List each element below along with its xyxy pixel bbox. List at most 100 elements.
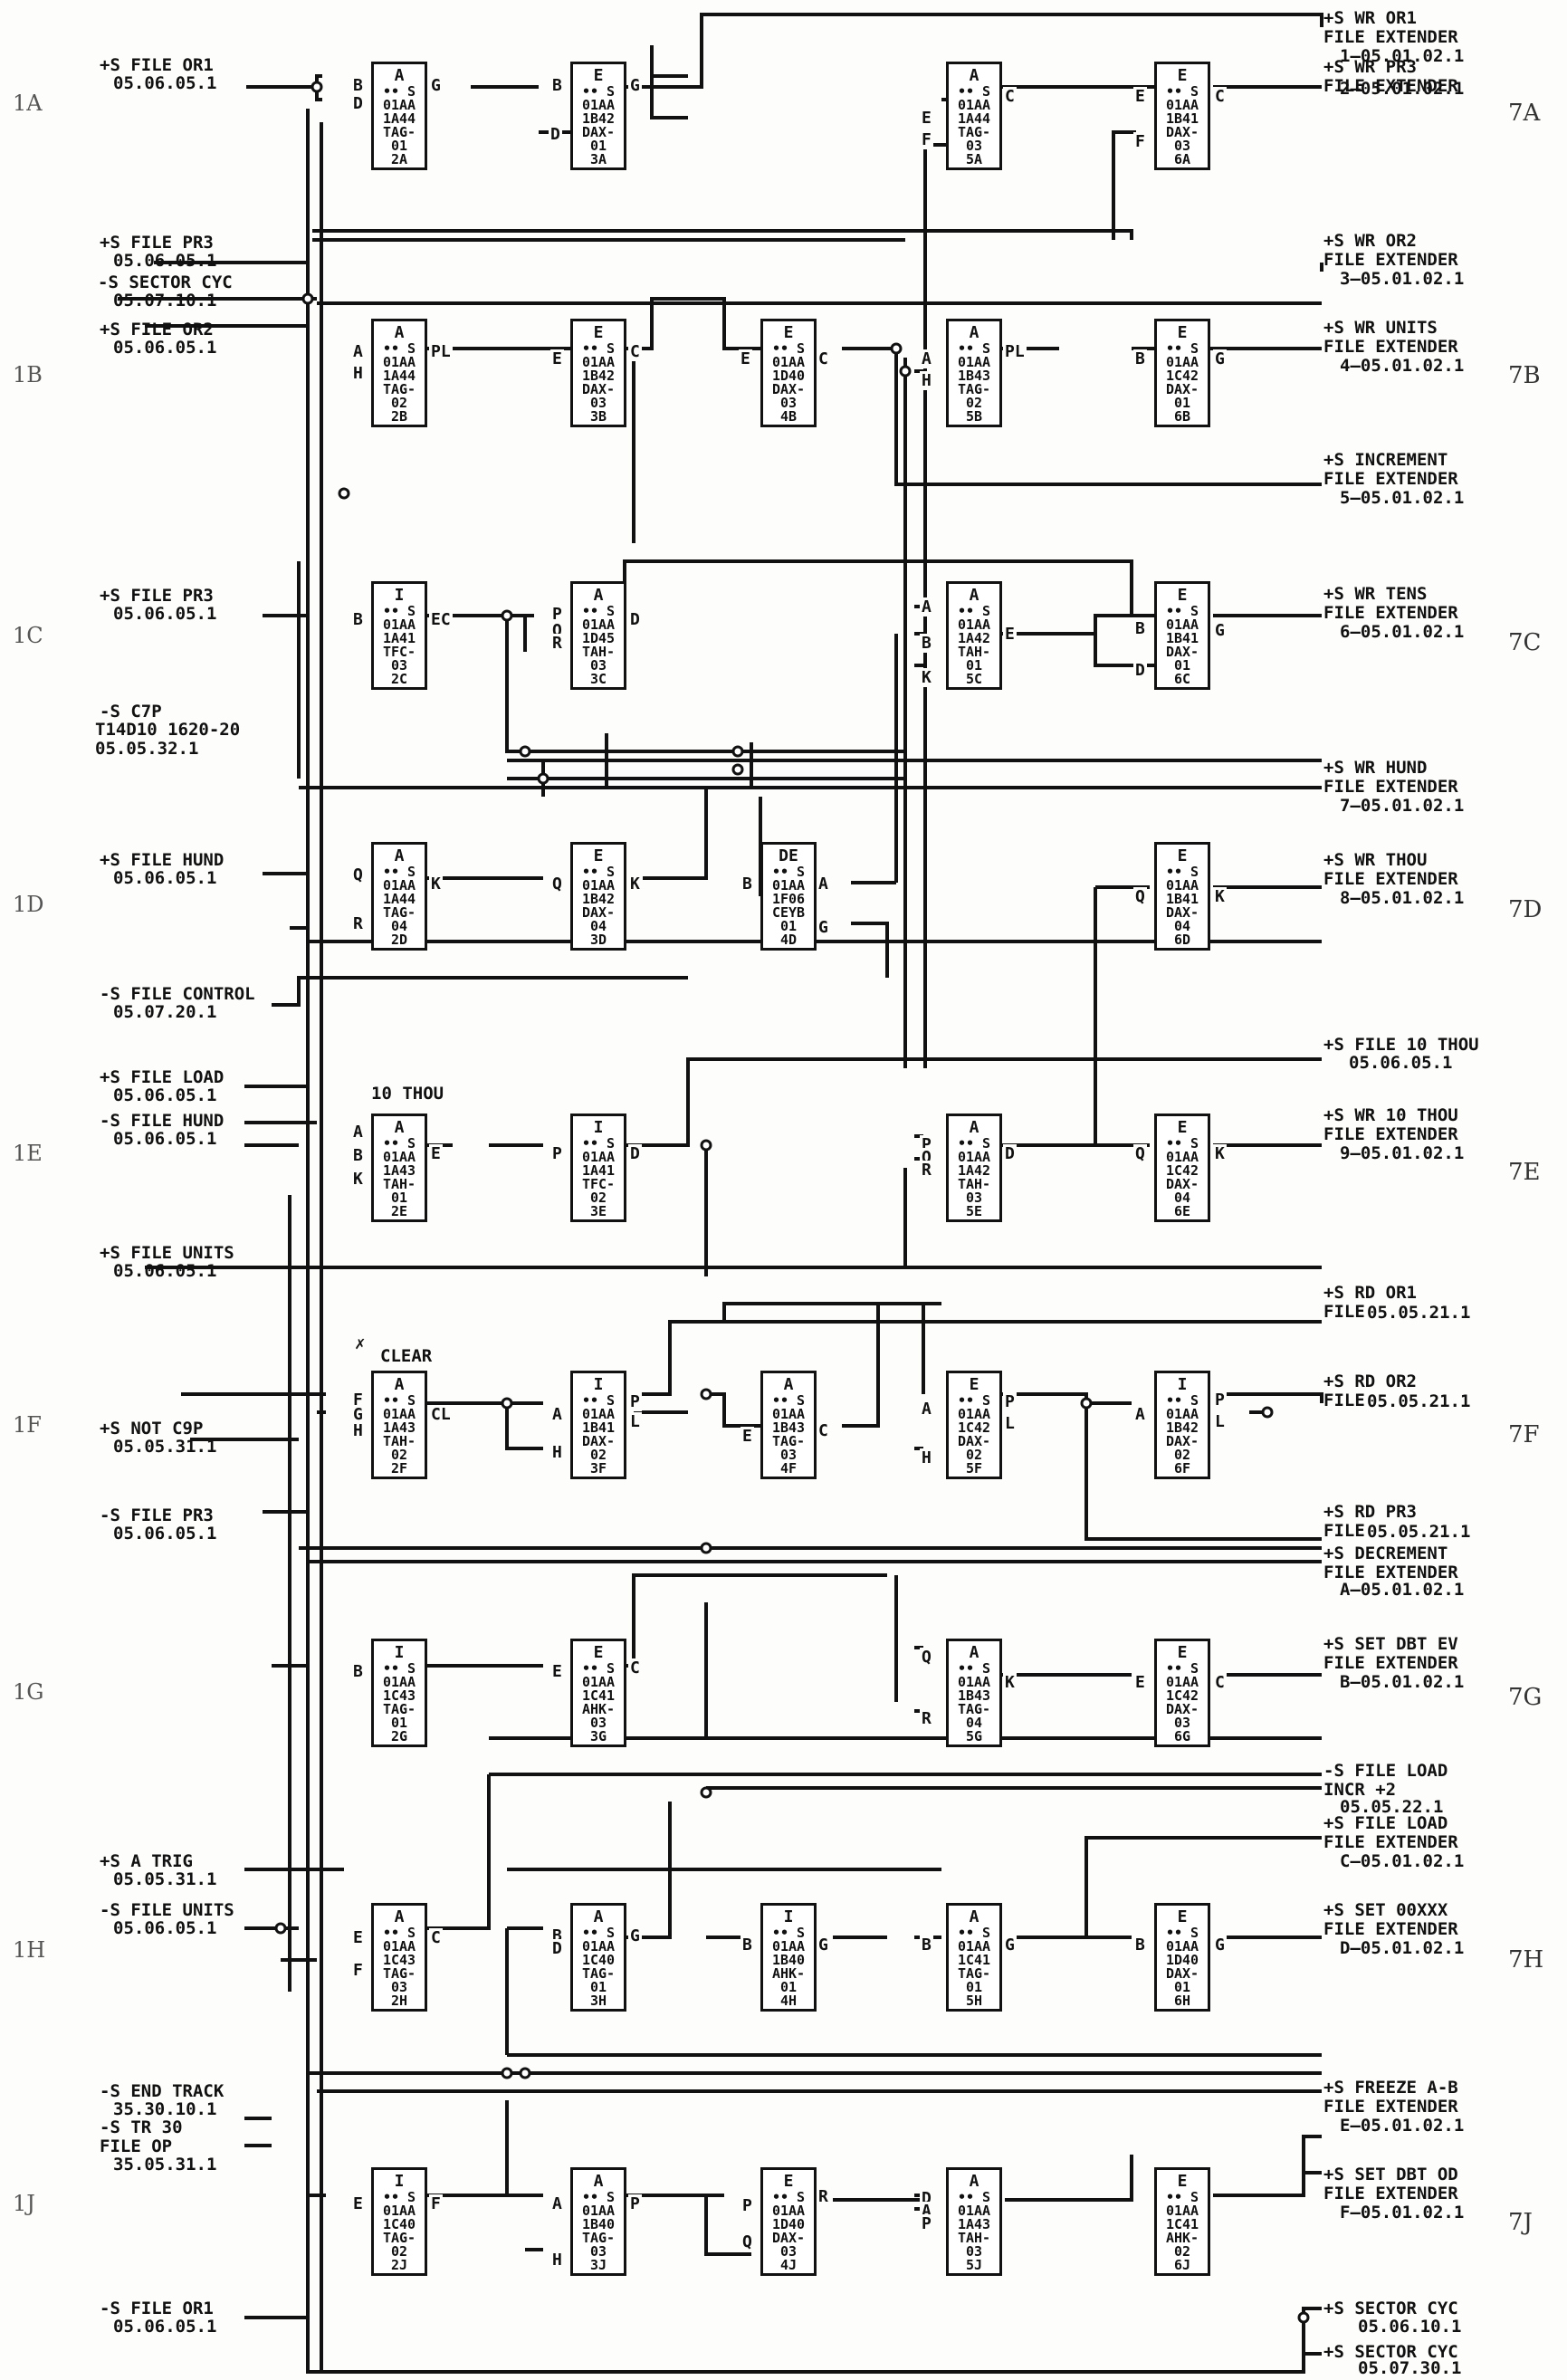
block-text: 02 bbox=[965, 1447, 983, 1463]
block-text: 2E bbox=[390, 1203, 408, 1219]
block-sense-marks: •• S bbox=[771, 1392, 806, 1409]
block-text: A bbox=[593, 1907, 604, 1926]
block-text: TFC- bbox=[382, 644, 416, 660]
block-text: TAH- bbox=[581, 644, 616, 660]
block-text: TAG- bbox=[382, 2230, 416, 2246]
input-ref: 05.06.05.1 bbox=[113, 338, 217, 358]
pin-label: H bbox=[550, 1443, 564, 1462]
block-text: 03 bbox=[390, 657, 408, 674]
pin-label: G bbox=[628, 1926, 642, 1945]
block-text: DAX- bbox=[957, 1433, 991, 1449]
pin-label: H bbox=[550, 2251, 564, 2270]
block-sense-marks: •• S bbox=[957, 1135, 991, 1152]
pin-label: G bbox=[1003, 1936, 1017, 1955]
pin-label: R bbox=[351, 914, 365, 933]
pin-label: K bbox=[1003, 1673, 1017, 1692]
row-label-1f: 1F bbox=[13, 1412, 42, 1438]
block-text: 1B41 bbox=[1165, 110, 1199, 127]
pin-label: P bbox=[920, 2214, 933, 2233]
pin-label: R bbox=[817, 2187, 830, 2206]
block-text: 01 bbox=[1173, 395, 1191, 411]
pin-label: E bbox=[920, 109, 933, 128]
pin-label: Q bbox=[550, 875, 564, 894]
row-label-7f: 7F bbox=[1508, 1421, 1540, 1448]
pin-label: B bbox=[920, 634, 933, 653]
block-text: 5J bbox=[965, 2257, 983, 2273]
block-text: 02 bbox=[589, 1447, 607, 1463]
block-text: TAH- bbox=[382, 1433, 416, 1449]
block-sense-marks: •• S bbox=[957, 1925, 991, 1941]
pin-label: EC bbox=[429, 610, 453, 629]
block-text: 1B42 bbox=[1165, 1419, 1199, 1436]
input-name: +S FILE UNITS bbox=[100, 1243, 234, 1263]
block-text: 01AA bbox=[771, 877, 806, 894]
row-label-7c: 7C bbox=[1508, 629, 1542, 656]
block-sense-marks: •• S bbox=[581, 1660, 616, 1677]
block-text: 1A43 bbox=[382, 1419, 416, 1436]
block-sense-marks: •• S bbox=[771, 864, 806, 880]
input-name: +S FILE HUND bbox=[100, 850, 225, 870]
note-10-thou: 10 THOU bbox=[371, 1084, 444, 1104]
block-text: TAG- bbox=[581, 2230, 616, 2246]
block-text: E bbox=[1177, 1643, 1188, 1662]
block-text: TFC- bbox=[581, 1176, 616, 1192]
block-text: A bbox=[394, 66, 405, 85]
output-ref: 05.06.05.1 bbox=[1349, 1053, 1453, 1073]
row-label-1e: 1E bbox=[13, 1141, 43, 1166]
block-text: 01AA bbox=[1165, 1149, 1199, 1165]
pin-label: A bbox=[550, 2194, 564, 2213]
block-text: 01 bbox=[589, 138, 607, 154]
block-text: 02 bbox=[390, 1447, 408, 1463]
block-text: 2G bbox=[390, 1728, 408, 1744]
block-text: E bbox=[783, 323, 794, 342]
block-text: TAG- bbox=[957, 381, 991, 397]
block-text: 1A42 bbox=[957, 1162, 991, 1179]
block-text: 02 bbox=[1173, 1447, 1191, 1463]
block-text: 1D40 bbox=[771, 368, 806, 384]
block-text: 1D40 bbox=[1165, 1952, 1199, 1968]
block-text: AHK- bbox=[1165, 2230, 1199, 2246]
pin-label: E bbox=[741, 1427, 754, 1446]
pin-label: B bbox=[351, 1146, 365, 1165]
block-text: A bbox=[394, 1118, 405, 1137]
input-name: -S FILE OR1 bbox=[100, 2299, 214, 2318]
block-text: 03 bbox=[589, 1715, 607, 1731]
block-text: A bbox=[394, 323, 405, 342]
block-text: 1D40 bbox=[771, 2216, 806, 2232]
block-text: 1B43 bbox=[771, 1419, 806, 1436]
row-label-1h: 1H bbox=[13, 1937, 46, 1963]
output-ref: 05.05.21.1 bbox=[1367, 1391, 1471, 1411]
block-sense-marks: •• S bbox=[1165, 864, 1199, 880]
block-sense-marks: •• S bbox=[581, 864, 616, 880]
output-ref: 5—05.01.02.1 bbox=[1340, 488, 1465, 508]
input-ref: 05.06.05.1 bbox=[113, 1918, 217, 1938]
pin-label: B bbox=[1133, 619, 1147, 638]
block-text: 1C41 bbox=[581, 1687, 616, 1704]
block-text: 3J bbox=[589, 2257, 607, 2273]
block-text: 2H bbox=[390, 1993, 408, 2009]
pin-label: G bbox=[1213, 621, 1227, 640]
block-sense-marks: •• S bbox=[1165, 1392, 1199, 1409]
wires-row-c bbox=[263, 559, 1322, 797]
block-text: 01AA bbox=[1165, 97, 1199, 113]
block-sense-marks: •• S bbox=[771, 1925, 806, 1941]
pin-label: D bbox=[550, 1939, 564, 1958]
block-text: 01AA bbox=[581, 97, 616, 113]
output-name: +S INCREMENT FILE EXTENDER bbox=[1323, 450, 1458, 489]
block-text: 6F bbox=[1173, 1460, 1191, 1477]
block-text: 2A bbox=[390, 151, 408, 167]
block-text: 3G bbox=[589, 1728, 607, 1744]
block-text: 1C42 bbox=[957, 1419, 991, 1436]
pin-label: E bbox=[739, 349, 752, 368]
block-text: 1B40 bbox=[581, 2216, 616, 2232]
